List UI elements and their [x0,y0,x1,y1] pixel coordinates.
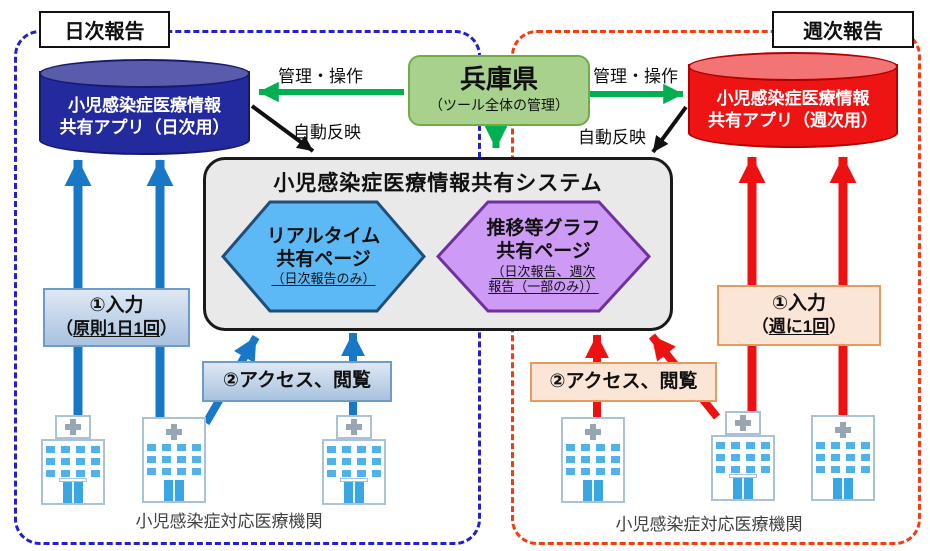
realtime-page-line2: 共有ページ [276,248,371,270]
graph-page-hexagon: 推移等グラフ 共有ページ （日次報告、週次 報告（一部のみ）） [435,200,652,313]
graph-page-line1: 推移等グラフ [486,218,601,240]
hospital-icon [561,417,625,503]
medical-cross-icon [835,422,851,438]
prefecture-role: （ツール全体の管理） [429,96,569,113]
graph-hexagon-shape [435,200,652,313]
graph-page-note2: 報告（一部のみ）） [488,278,599,294]
daily-app-name-line2: 共有アプリ（日次用） [59,118,230,137]
weekly-access-step-box: ②アクセス、閲覧 [530,362,717,402]
daily-facilities-caption: 小児感染症対応医療機関 [135,512,323,531]
weekly-access-label: ②アクセス、閲覧 [549,370,698,392]
hospital-door [164,480,184,501]
prefecture-name: 兵庫県 [459,64,538,95]
weekly-report-tag: 週次報告 [772,11,914,48]
hospital-building [322,439,386,505]
daily-input-frequency: （原則1日1回） [56,318,177,339]
medical-cross-icon [65,419,81,435]
hospital-sign [336,415,372,439]
sharing-system-title: 小児感染症医療情報共有システム [273,172,603,195]
weekly-input-frequency: （週に1回） [752,316,846,337]
weekly-app-database: 小児感染症医療情報 共有アプリ（週次用） [688,52,898,148]
hospital-building [142,417,206,503]
hospital-door [63,482,83,503]
realtime-hexagon-shape [221,200,426,313]
paren-close: ） [159,319,177,339]
medical-cross-icon [166,424,182,440]
daily-app-database-top [39,59,250,88]
hospital-icon [711,411,775,501]
hospital-sign [725,411,761,435]
weekly-app-database-top [688,52,898,81]
paren-close: ） [829,317,847,337]
realtime-page-hexagon: リアルタイム 共有ページ （日次報告のみ） [221,200,426,313]
daily-app-name-line1: 小児感染症医療情報 [68,95,221,115]
hospital-sign [55,415,91,439]
hospital-building [561,417,625,503]
hospital-windows [716,442,770,473]
hospital-building [41,439,105,505]
realtime-page-note: （日次報告のみ） [271,271,376,287]
hospital-door-lintel [729,474,757,478]
hospital-windows [46,446,100,477]
medical-cross-icon [585,424,601,440]
hospital-door [833,478,853,499]
auto-reflect-label-left: 自動反映 [293,123,361,142]
hospital-door-lintel [340,478,368,482]
daily-app-database-body: 小児感染症医療情報 共有アプリ（日次用） [39,71,250,155]
hospital-icon [811,415,875,501]
weekly-app-name-line2: 共有アプリ（週次用） [708,111,878,130]
prefecture-box: 兵庫県 （ツール全体の管理） [408,55,590,126]
manage-label-right: 管理・操作 [593,67,678,86]
hospital-icon [322,415,386,505]
hospital-door [344,482,364,503]
weekly-input-title: ①入力 [771,293,827,315]
hospital-building [711,435,775,501]
medical-cross-icon [346,419,362,435]
daily-input-title: ①入力 [89,295,144,317]
hospital-door [583,480,603,501]
hospital-windows [566,444,620,475]
weekly-facilities-caption: 小児感染症対応医療機関 [615,515,803,534]
hospital-icon [142,417,206,503]
hospital-icon [41,415,105,505]
hospital-windows [327,446,381,477]
auto-reflect-label-right: 自動反映 [578,128,646,147]
daily-access-label: ②アクセス、閲覧 [222,370,372,392]
hospital-building [811,415,875,501]
paren-open: （ [56,319,74,339]
daily-access-step-box: ②アクセス、閲覧 [202,361,392,402]
hospital-door-lintel [59,478,87,482]
hospital-windows [147,444,201,475]
hospital-windows [816,442,870,473]
daily-input-step-box: ①入力 （原則1日1回） [43,288,190,347]
realtime-page-line1: リアルタイム [266,225,381,247]
sharing-system-box: 小児感染症医療情報共有システム リアルタイム 共有ページ （日次報告のみ） 推移… [203,157,673,331]
weekly-input-frequency-text: 週に1回 [768,317,830,337]
daily-input-frequency-text: 原則1日1回 [73,319,160,339]
weekly-input-step-box: ①入力 （週に1回） [717,285,881,346]
daily-report-tag: 日次報告 [39,11,170,48]
medical-cross-icon [735,415,751,431]
weekly-app-name-line1: 小児感染症医療情報 [716,88,870,108]
paren-open: （ [751,317,769,337]
manage-label-left: 管理・操作 [278,67,363,86]
daily-app-database: 小児感染症医療情報 共有アプリ（日次用） [39,59,250,155]
graph-page-note1: （日次報告、週次 [491,263,596,279]
graph-page-line2: 共有ページ [496,241,591,263]
hospital-door [733,478,753,499]
